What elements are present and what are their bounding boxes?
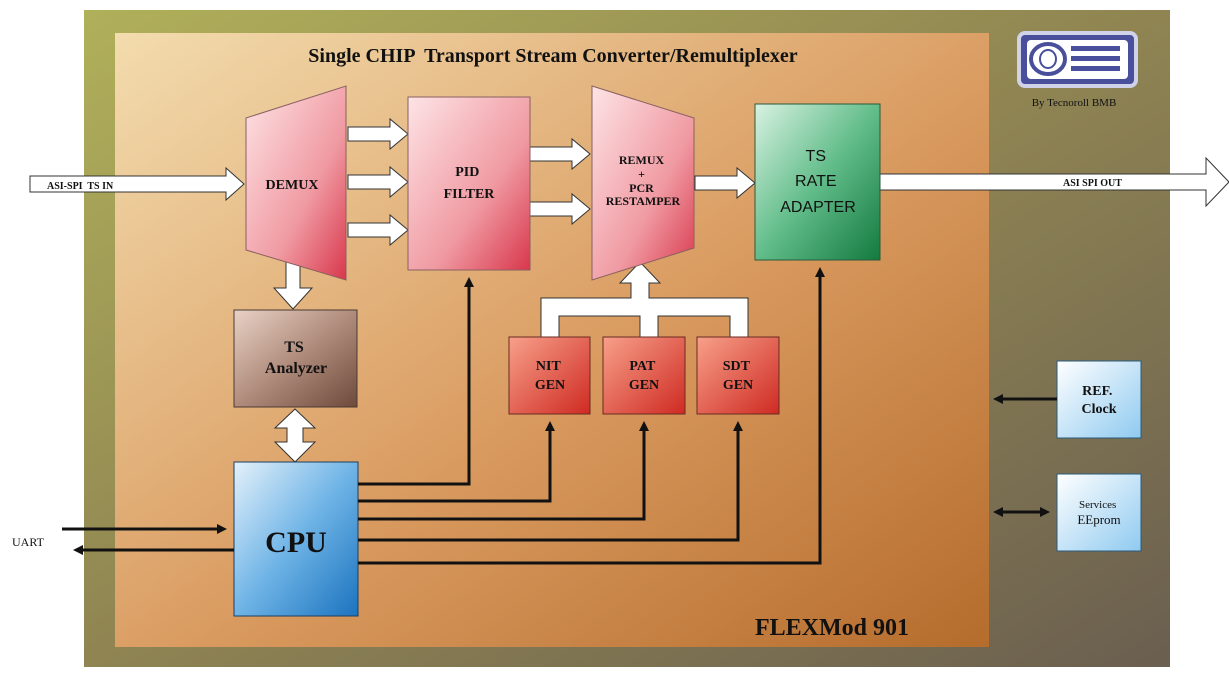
analyzer-label-2: Analyzer	[265, 360, 327, 377]
adapter-label-3: ADAPTER	[780, 199, 856, 216]
pid-filter-label-2: FILTER	[444, 187, 496, 202]
ts-out-label: ASI SPI OUT	[1063, 178, 1122, 189]
cpu-to-pid-line	[358, 277, 474, 486]
services-eeprom-block	[1056, 473, 1142, 552]
svg-text:PID FILTER: PID FILTER	[444, 165, 496, 202]
svg-text:SDT GEN: SDT GEN	[723, 359, 753, 393]
svg-text:TS RATE ADAPTER: TS RATE ADAPTER	[780, 148, 856, 216]
svg-text:REMUX + PCR RESTAM: REMUX + PCR RESTAMPER	[606, 153, 681, 208]
nit-gen-block	[508, 336, 591, 415]
sdt-gen-label-1: SDT	[723, 359, 751, 374]
demux-to-pid-arrow-1	[347, 117, 409, 151]
tecnoroll-logo	[1017, 31, 1138, 88]
nit-gen-label-2: GEN	[535, 378, 565, 393]
svg-text:Services EEprom: Services EEprom	[1077, 499, 1120, 527]
ref-clock-block	[1056, 360, 1142, 439]
cpu-block	[233, 461, 359, 617]
ref-clock-label-2: Clock	[1082, 402, 1117, 417]
pid-to-remux-arrow-2	[529, 192, 591, 226]
pid-to-remux-arrow-1	[529, 137, 591, 171]
ts-rate-adapter-block	[754, 103, 881, 261]
adapter-label-2: RATE	[795, 173, 836, 190]
pat-gen-block	[602, 336, 686, 415]
sdt-gen-block	[696, 336, 780, 415]
pid-filter-label-1: PID	[455, 165, 479, 180]
cpu-to-pat-line	[358, 421, 649, 521]
demux-to-pid-arrow-3	[347, 213, 409, 247]
logo-caption: By Tecnoroll BMB	[1032, 97, 1117, 109]
svg-text:NIT GEN: NIT GEN	[535, 359, 565, 393]
product-name: FLEXMod 901	[755, 615, 909, 641]
ts-analyzer-block	[233, 309, 358, 408]
svg-text:TS Analyzer: TS Analyzer	[265, 339, 327, 377]
remux-label-3: PCR	[629, 181, 654, 195]
pat-gen-label-1: PAT	[629, 359, 656, 374]
remux-label-1: REMUX	[619, 153, 665, 167]
diagram-title: Single CHIP Transport Stream Converter/R…	[308, 45, 798, 67]
demux-label: DEMUX	[266, 178, 319, 193]
cpu-to-nit-line	[358, 421, 555, 503]
ts-out-arrow	[879, 156, 1229, 208]
remux-block	[591, 85, 695, 281]
ref-clock-label-1: REF.	[1082, 384, 1112, 399]
pat-gen-label-2: GEN	[629, 378, 659, 393]
gen-bus-arrow	[540, 261, 749, 339]
remux-label-4: RESTAMPER	[606, 194, 681, 208]
svg-text:PAT GEN: PAT GEN	[629, 359, 659, 393]
demux-to-pid-arrow-2	[347, 165, 409, 199]
remux-to-adapter-arrow	[694, 166, 756, 200]
svg-text:REF. Clock: REF. Clock	[1082, 384, 1117, 417]
lens-icon	[1029, 42, 1067, 76]
eeprom-label-1: Services	[1079, 499, 1116, 511]
eeprom-label-2: EEprom	[1077, 512, 1120, 527]
nit-gen-label-1: NIT	[536, 359, 562, 374]
ts-in-arrow	[29, 166, 245, 202]
adapter-label-1: TS	[806, 148, 826, 165]
cpu-to-adapter-line	[358, 267, 825, 565]
ts-in-label: ASI-SPI TS IN	[47, 181, 114, 192]
remux-label-2: +	[638, 167, 645, 181]
demux-block	[245, 85, 347, 281]
pid-filter-block	[407, 96, 531, 271]
cpu-to-sdt-line	[358, 421, 743, 542]
uart-label: UART	[12, 535, 45, 549]
sdt-gen-label-2: GEN	[723, 378, 753, 393]
cpu-label: CPU	[265, 526, 327, 559]
analyzer-label-1: TS	[284, 339, 304, 356]
